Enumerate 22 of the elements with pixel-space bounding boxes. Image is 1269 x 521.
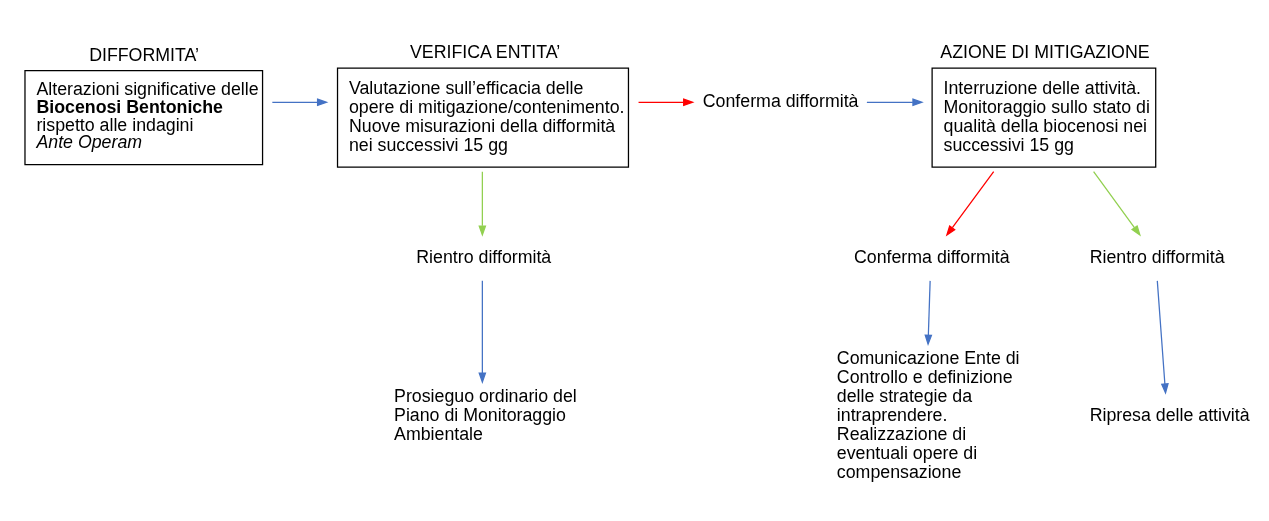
node-text: Rientro difformità <box>416 246 552 267</box>
node-text: Conferma difformità <box>853 246 1010 267</box>
node-box: Alterazioni significative delle Biocenosi Bentoniche rispetto alle indagini Ante Operam <box>24 69 264 166</box>
arrow <box>945 171 995 237</box>
node-box: Interruzione delle attività. Monitoraggio sullo stato di qualità della biocenosi nei successivi 15 gg <box>931 67 1157 168</box>
arrow <box>637 98 695 107</box>
node-text: Rientro difformità <box>1089 246 1225 267</box>
node-text: Ripresa delle attività <box>1089 404 1250 425</box>
node-text: Prosieguo ordinario del Piano di Monitoraggio Ambientale <box>394 385 577 444</box>
arrow <box>1156 280 1169 395</box>
arrow <box>924 280 933 347</box>
arrow <box>478 171 487 237</box>
node-label: VERIFICA ENTITA’ <box>409 42 561 63</box>
arrow <box>866 98 924 107</box>
node-label: AZIONE DI MITIGAZIONE <box>940 42 1150 63</box>
arrow <box>1092 171 1141 237</box>
arrow <box>478 280 487 384</box>
node-box: Valutazione sull’efficacia delle opere di mitigazione/contenimento. Nuove misurazioni della difformità nei successivi 15 gg <box>336 67 630 168</box>
node-text: Comunicazione Ente di Controllo e definizione delle strategie da intraprendere. Realizzazione di eventuali opere di compensazione <box>836 347 1020 483</box>
arrow <box>271 98 329 107</box>
node-label: DIFFORMITA’ <box>89 44 200 65</box>
node-text: Conferma difformità <box>702 91 859 112</box>
